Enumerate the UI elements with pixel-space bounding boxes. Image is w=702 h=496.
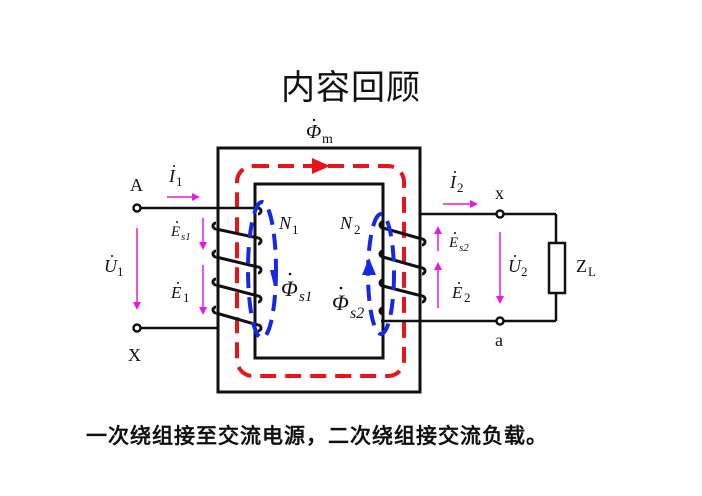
- label-Es1: E s1: [170, 221, 191, 243]
- svg-text:1: 1: [183, 290, 190, 305]
- label-N2: N 2: [339, 213, 361, 237]
- label-terminal-A: A: [130, 175, 143, 195]
- svg-text:2: 2: [354, 222, 361, 237]
- svg-text:L: L: [588, 264, 596, 279]
- core-outer: [216, 146, 422, 394]
- svg-text:E: E: [170, 283, 182, 302]
- label-E2: E 2: [451, 282, 471, 305]
- svg-text:U: U: [508, 256, 522, 276]
- label-terminal-X: X: [128, 345, 141, 365]
- main-flux-arrow-icon: [312, 158, 330, 174]
- svg-text:E: E: [448, 235, 458, 251]
- svg-text:I: I: [168, 166, 176, 186]
- label-I1: I 1: [168, 165, 183, 189]
- label-phi-s1: Φ s1: [281, 272, 312, 305]
- svg-text:U: U: [104, 256, 118, 276]
- slide-caption: 一次绕组接至交流电源，二次绕组接交流负载。: [86, 424, 548, 448]
- svg-text:2: 2: [464, 290, 471, 305]
- svg-text:E: E: [170, 224, 180, 240]
- label-N1: N 1: [278, 213, 299, 237]
- terminal-X: [132, 323, 142, 333]
- svg-text:1: 1: [176, 174, 183, 189]
- label-U2: U 2: [508, 255, 528, 279]
- svg-text:2: 2: [457, 180, 464, 195]
- svg-text:Φ: Φ: [306, 121, 321, 143]
- svg-text:1: 1: [292, 222, 299, 237]
- label-E1: E 1: [170, 282, 190, 305]
- svg-text:m: m: [322, 132, 333, 147]
- primary-winding: [211, 206, 263, 333]
- svg-text:I: I: [449, 172, 457, 192]
- label-ZL: Z L: [576, 256, 596, 279]
- svg-text:s1: s1: [299, 289, 312, 305]
- label-terminal-a: a: [495, 330, 503, 350]
- main-flux-path: [235, 164, 406, 378]
- svg-text:s1: s1: [181, 231, 191, 243]
- secondary-winding: [378, 220, 427, 316]
- slide-title: 内容回顾: [281, 68, 421, 108]
- label-I2: I 2: [449, 171, 464, 195]
- label-phi-s2: Φ s2: [332, 286, 364, 322]
- svg-text:1: 1: [117, 264, 124, 279]
- svg-text:N: N: [339, 213, 353, 233]
- label-Es2: E s2: [448, 232, 469, 254]
- primary-leakage-arrow-icon: [270, 270, 278, 286]
- svg-text:2: 2: [521, 264, 528, 279]
- label-phi-m: Φ m: [306, 118, 333, 147]
- core-window: [253, 182, 385, 360]
- terminal-a: [495, 316, 505, 326]
- svg-text:s2: s2: [459, 242, 469, 254]
- label-terminal-x: x: [495, 183, 504, 203]
- svg-text:N: N: [278, 213, 292, 233]
- terminal-x: [495, 209, 505, 219]
- svg-text:Φ: Φ: [332, 290, 349, 315]
- svg-text:Φ: Φ: [281, 276, 298, 301]
- load-impedance: [547, 241, 567, 295]
- secondary-leakage-arrow-icon: [362, 258, 376, 275]
- svg-text:s2: s2: [350, 305, 364, 322]
- label-U1: U 1: [104, 255, 124, 279]
- svg-text:E: E: [451, 283, 463, 302]
- svg-text:Z: Z: [576, 256, 587, 276]
- terminal-A: [132, 203, 142, 213]
